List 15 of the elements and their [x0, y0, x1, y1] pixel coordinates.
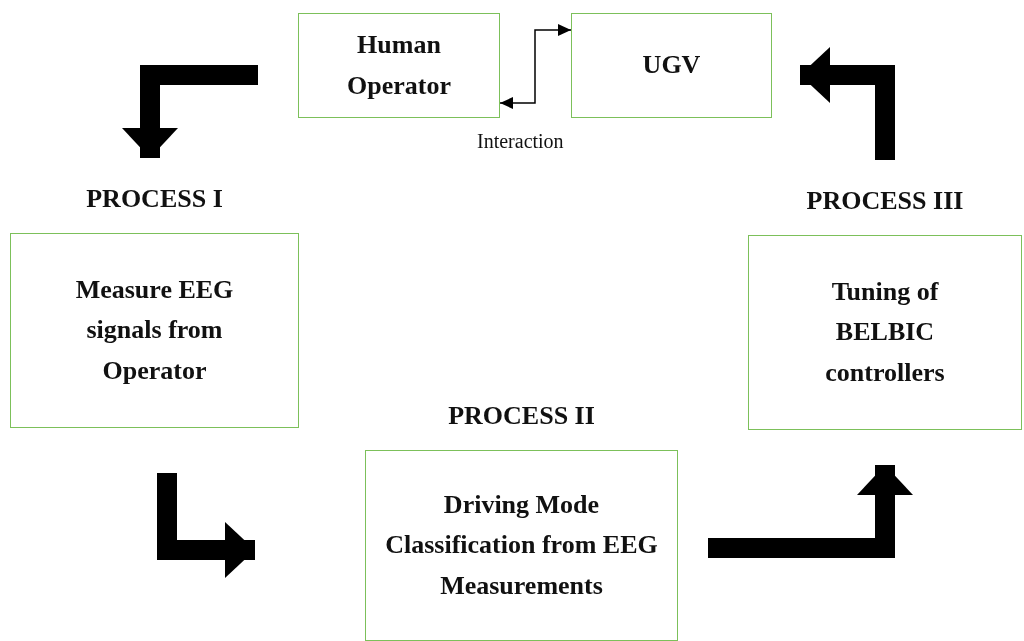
process-heading: PROCESS I	[85, 184, 224, 214]
box-text: Measure EEG signals from Operator	[74, 274, 235, 387]
box-text: UGV	[642, 49, 701, 82]
block-arrow	[708, 465, 913, 558]
block-arrow	[800, 47, 895, 160]
process-heading: PROCESS II	[447, 401, 596, 431]
block-arrow	[122, 65, 258, 158]
process-box	[571, 13, 772, 118]
block-arrow	[157, 473, 255, 578]
process-heading: PROCESS III	[805, 186, 965, 216]
box-text: Tuning of BELBIC controllers	[824, 276, 946, 389]
double-arrow	[499, 24, 572, 109]
box-text: Driving Mode Classification from EEG Measurements	[384, 489, 659, 602]
box-text: Human Operator	[346, 29, 452, 102]
process-box	[298, 13, 500, 118]
